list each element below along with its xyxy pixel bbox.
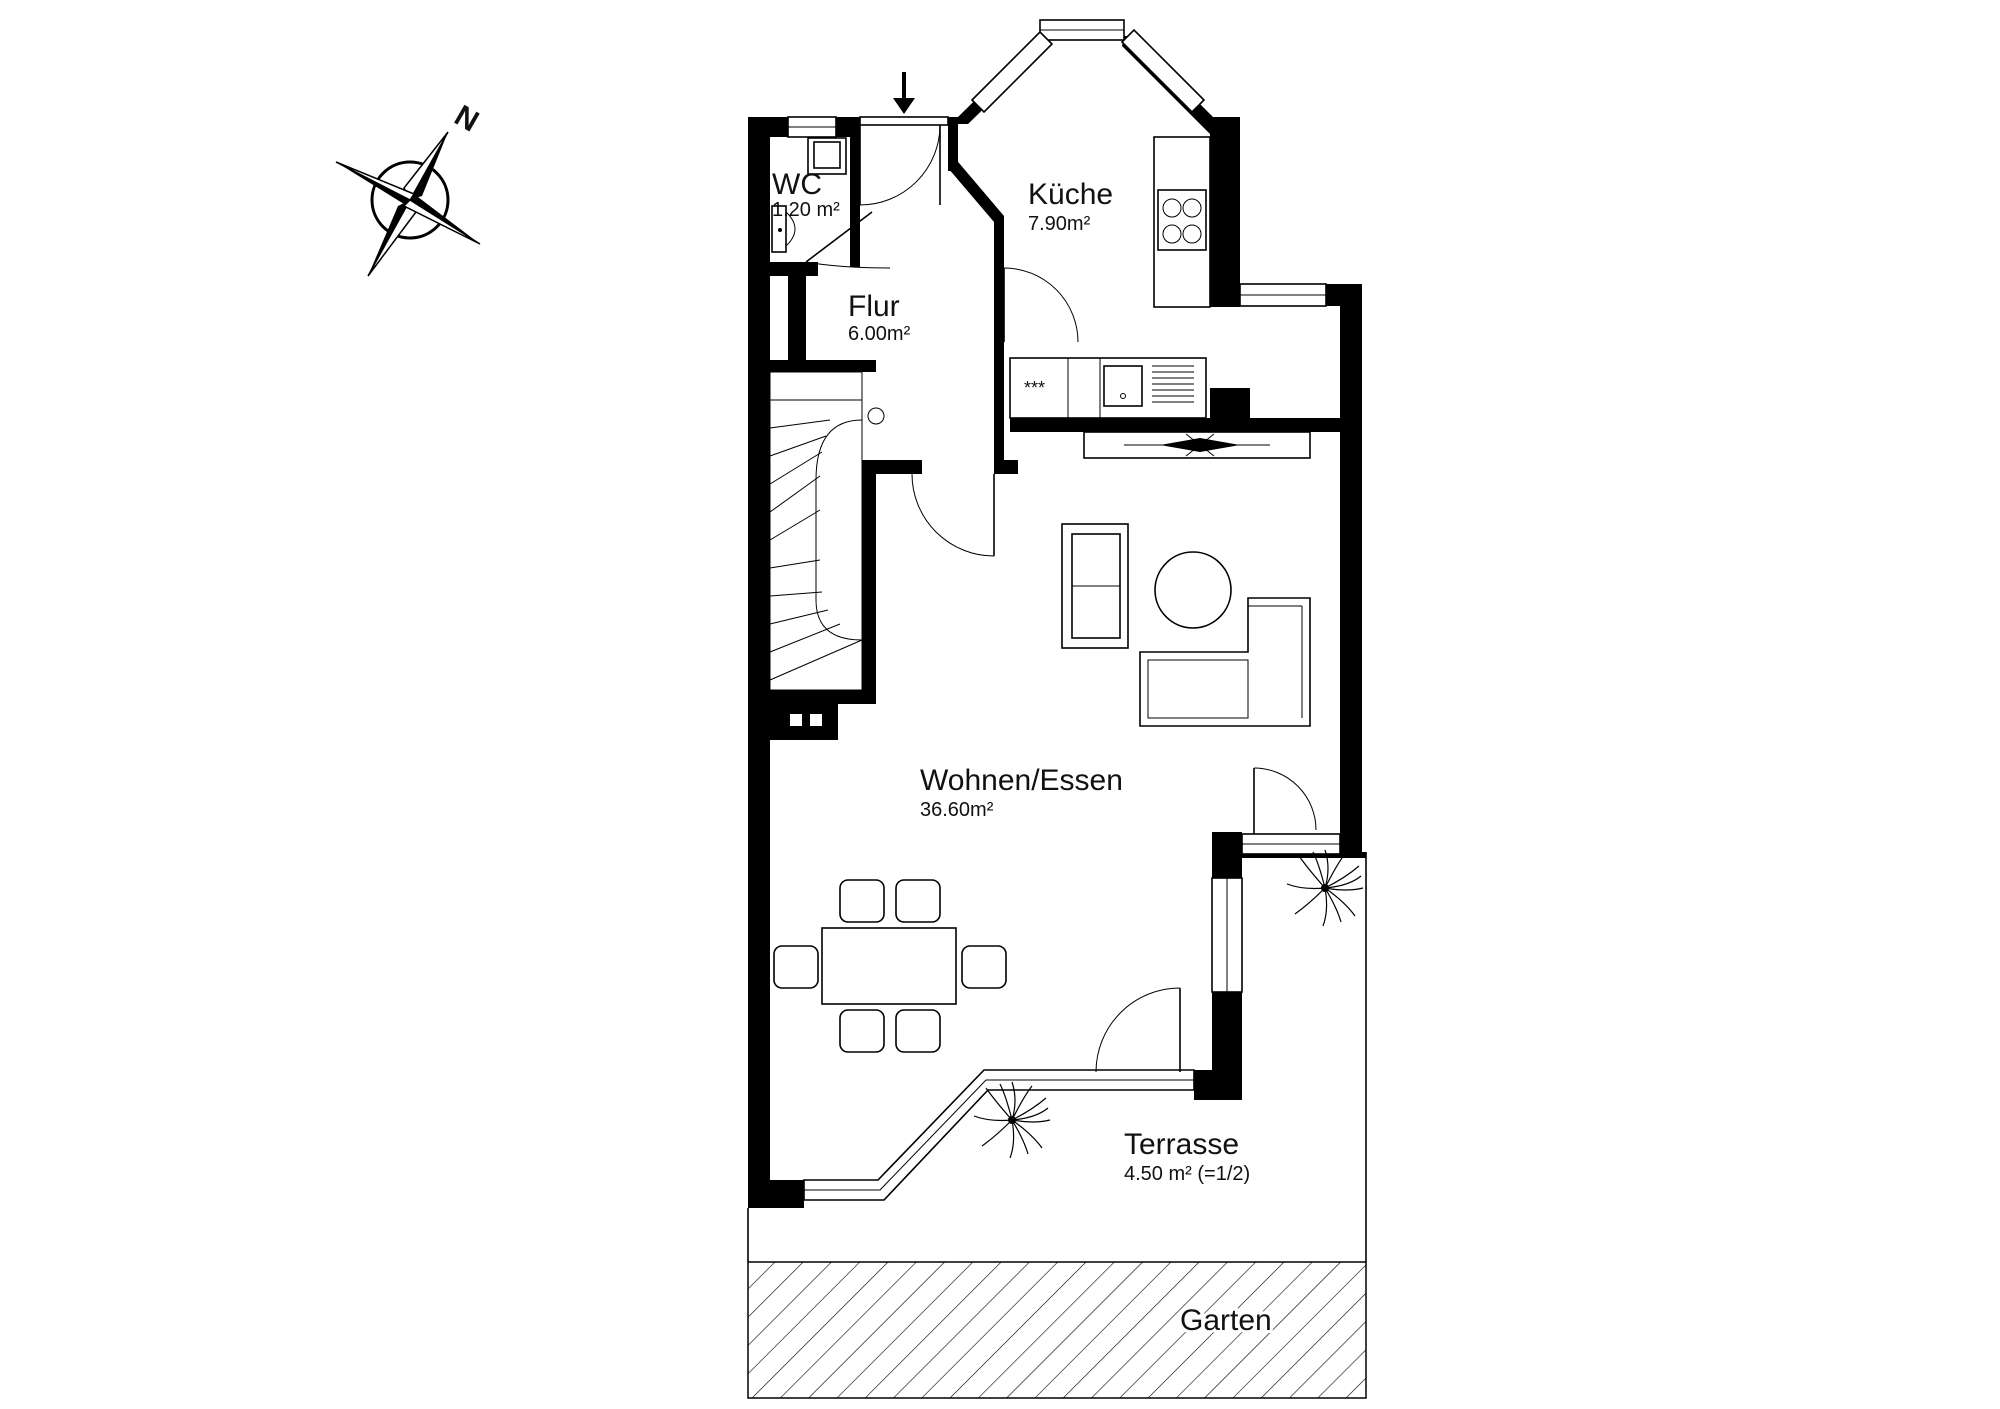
staircase bbox=[769, 371, 885, 691]
room-area-wc: 1.20 m² bbox=[772, 199, 840, 221]
windows bbox=[787, 19, 1341, 1201]
plant-terrace bbox=[973, 1081, 1051, 1159]
drainboard bbox=[1152, 365, 1194, 403]
terrace-outline bbox=[747, 852, 1367, 1262]
room-area-terrasse: 4.50 m² (=1/2) bbox=[1124, 1163, 1250, 1185]
wc-fixtures bbox=[771, 137, 847, 253]
doors bbox=[805, 124, 1317, 1073]
plant-right bbox=[1286, 849, 1364, 927]
room-label-garten: Garten bbox=[1180, 1304, 1272, 1337]
room-label-kueche: Küche bbox=[1028, 178, 1113, 211]
room-area-kueche: 7.90m² bbox=[1028, 213, 1091, 235]
compass: N bbox=[335, 99, 484, 277]
room-label-wohnen: Wohnen/Essen bbox=[920, 764, 1123, 797]
garden-hatch bbox=[747, 1261, 1367, 1399]
living-furniture bbox=[773, 523, 1311, 1053]
room-area-wohnen: 36.60m² bbox=[920, 799, 994, 821]
room-label-terrasse: Terrasse bbox=[1124, 1128, 1239, 1161]
compass-north-label: N bbox=[449, 99, 484, 138]
room-area-flur: 6.00m² bbox=[848, 323, 911, 345]
room-label-wc: WC bbox=[772, 168, 822, 201]
kitchen-counter-label: *** bbox=[1024, 378, 1045, 398]
room-label-flur: Flur bbox=[848, 290, 900, 323]
entrance-arrow-icon bbox=[893, 72, 915, 114]
kitchen-fixtures: *** bbox=[1009, 136, 1311, 459]
